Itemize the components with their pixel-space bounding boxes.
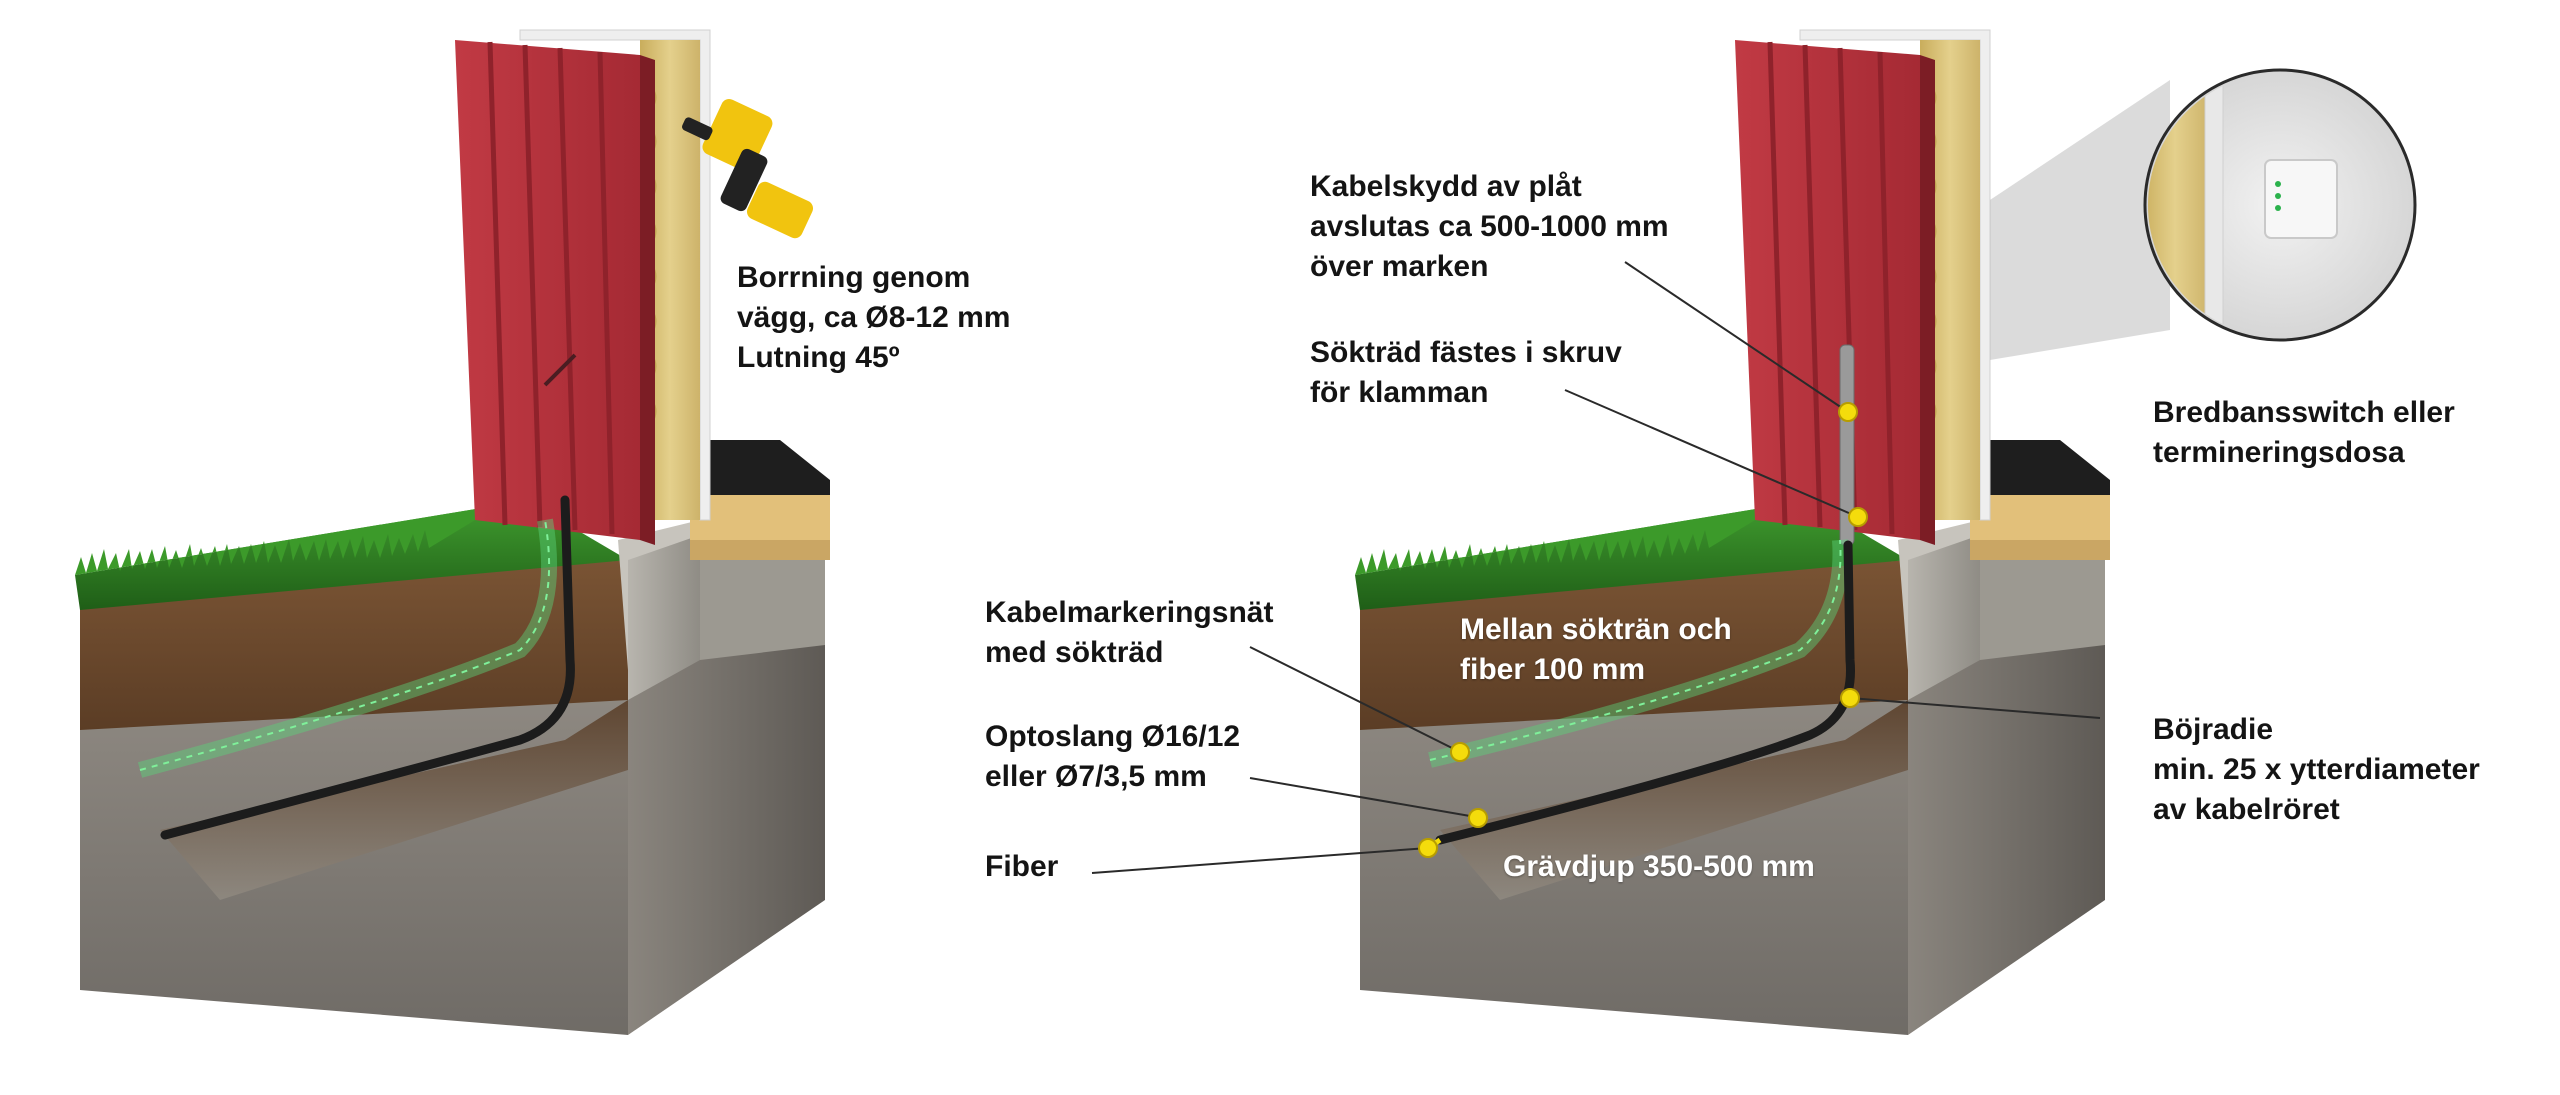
leader-search-wire [1564, 389, 1859, 518]
leader-fiber [1091, 847, 1429, 874]
callout-markers [1418, 402, 1868, 858]
cable-left [160, 495, 575, 840]
label-fiber: Fiber [985, 850, 1059, 883]
label-search-wire: Sökträd fästes i skruv för klamman [1310, 336, 1622, 409]
leader-marker-net [1249, 646, 1461, 753]
label-switch: Bredbansswitch eller termineringsdosa [2153, 396, 2455, 469]
label-dig-depth: Grävdjup 350-500 mm [1503, 850, 1815, 883]
marker-mesh-left [137, 518, 558, 778]
scene-installation [1355, 29, 2110, 1035]
leader-bend-radius [1849, 697, 2101, 719]
callout-marker-icon [1418, 838, 1438, 858]
drill-icon [682, 99, 814, 239]
switch-box-icon [2264, 159, 2338, 239]
leader-cable-guard [1624, 261, 1849, 413]
label-opto-hose: Optoslang Ø16/12 eller Ø7/3,5 mm [985, 720, 1241, 793]
callout-marker-icon [1840, 688, 1860, 708]
callout-marker-icon [1450, 742, 1470, 762]
callout-marker-icon [1848, 507, 1868, 527]
callout-marker-icon [1468, 808, 1488, 828]
scene-drilling [75, 29, 830, 1035]
switch-detail-magnifier [1990, 68, 2417, 360]
marker-mesh-right [1428, 539, 1849, 768]
label-marker-net: Kabelmarkeringsnät med sökträd [985, 596, 1274, 669]
callout-marker-icon [1838, 402, 1858, 422]
leader-lines [1091, 261, 2101, 874]
label-cable-guard: Kabelskydd av plåt avslutas ca 500-1000 … [1310, 170, 1669, 283]
leader-opto-hose [1249, 777, 1471, 817]
label-bend-radius: Böjradie min. 25 x ytterdiameter av kabe… [2153, 713, 2480, 826]
label-drilling: Borrning genom vägg, ca Ø8-12 mm Lutning… [737, 261, 1011, 374]
label-spacing: Mellan sökträn och fiber 100 mm [1460, 613, 1732, 686]
